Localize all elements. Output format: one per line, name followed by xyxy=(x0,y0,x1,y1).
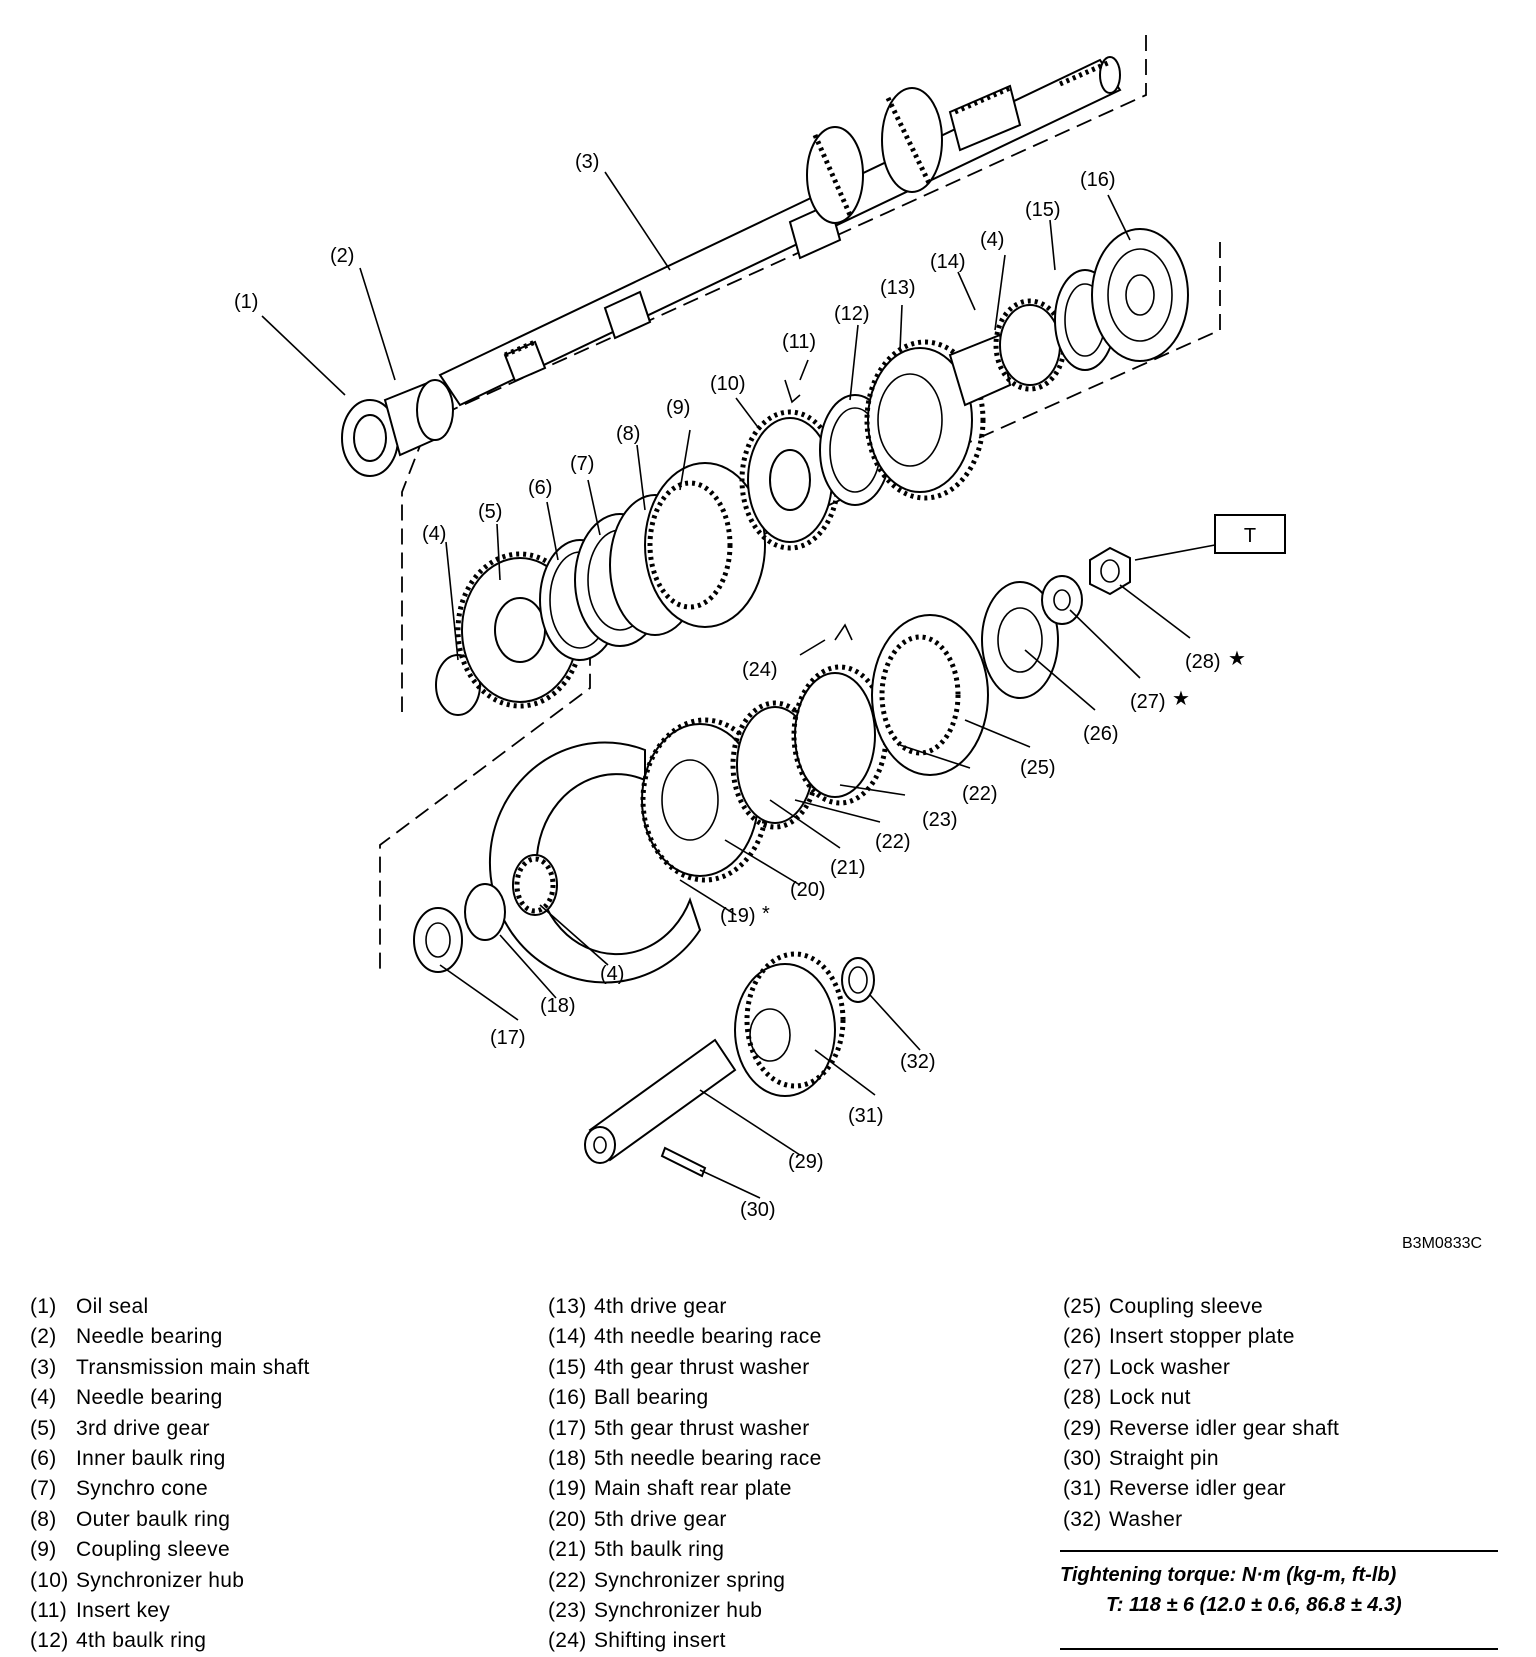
legend-item: (24)Shifting insert xyxy=(548,1629,726,1653)
callout-labels: (1) (2) (3) (4) (5) (6) (7) (8) (9) (10)… xyxy=(234,151,1246,1221)
legend-item: (13)4th drive gear xyxy=(548,1295,727,1318)
legend-item: (12)4th baulk ring xyxy=(30,1629,207,1653)
mark-star-28: ★ xyxy=(1228,648,1246,670)
divider xyxy=(1060,1648,1498,1650)
torque-heading: Tightening torque: N·m (kg-m, ft-lb) xyxy=(1060,1564,1397,1586)
callout-9: (9) xyxy=(666,397,690,419)
callout-7: (7) xyxy=(570,453,594,475)
legend-item: (18)5th needle bearing race xyxy=(548,1447,822,1471)
callout-14: (14) xyxy=(930,251,966,273)
callout-32: (32) xyxy=(900,1051,936,1073)
needle-bearing-front xyxy=(383,379,454,457)
legend-item: (27)Lock washer xyxy=(1063,1355,1231,1379)
legend-item: (32)Washer xyxy=(1063,1507,1183,1531)
legend-item: (15)4th gear thrust washer xyxy=(548,1355,810,1379)
callout-6: (6) xyxy=(528,477,552,499)
legend-item: (3)Transmission main shaft xyxy=(30,1355,310,1379)
callout-12: (12) xyxy=(834,303,870,325)
tightening-torque-note: Tightening torque: N·m (kg-m, ft-lb) T: … xyxy=(1060,1550,1498,1620)
callout-8: (8) xyxy=(616,423,640,445)
legend-item: (1)Oil seal xyxy=(30,1295,149,1318)
legend-item: (7)Synchro cone xyxy=(30,1477,209,1501)
fifth-gear-assembly xyxy=(413,546,1131,984)
callout-23: (23) xyxy=(922,809,958,831)
callout-20: (20) xyxy=(790,879,826,901)
callout-18: (18) xyxy=(540,995,576,1017)
leader-lines xyxy=(261,171,1216,1199)
callout-4: (4) xyxy=(422,523,446,545)
legend-item: (28)Lock nut xyxy=(1063,1386,1191,1410)
exploded-view-diagram: T (1) (2) (3) (4) (5) (6) (7) (8) (9) (1… xyxy=(234,35,1286,1221)
third-gear-assembly xyxy=(435,462,766,716)
callout-11: (11) xyxy=(782,331,816,353)
callout-22-upper: (22) xyxy=(962,783,998,805)
legend-item: (14)4th needle bearing race xyxy=(548,1325,822,1349)
torque-value: T: 118 ± 6 (12.0 ± 0.6, 86.8 ± 4.3) xyxy=(1106,1594,1402,1616)
legend-item: (17)5th gear thrust washer xyxy=(548,1416,810,1440)
callout-21: (21) xyxy=(830,857,866,879)
legend-column: (1)Oil seal (2)Needle bearing (3)Transmi… xyxy=(30,1292,310,1657)
legend-item: (9)Coupling sleeve xyxy=(30,1538,230,1562)
fourth-gear-assembly xyxy=(739,228,1189,551)
callout-31: (31) xyxy=(848,1105,884,1127)
legend-item: (23)Synchronizer hub xyxy=(548,1599,763,1623)
callout-13: (13) xyxy=(880,277,916,299)
main-shaft xyxy=(438,56,1122,407)
legend-item: (10)Synchronizer hub xyxy=(30,1568,245,1592)
legend-item: (8)Outer baulk ring xyxy=(30,1507,231,1531)
mark-star-27: ★ xyxy=(1172,688,1190,710)
callout-5: (5) xyxy=(478,501,502,523)
callout-17: (17) xyxy=(490,1027,526,1049)
callout-2: (2) xyxy=(330,245,354,267)
legend-item: (16)Ball bearing xyxy=(548,1386,709,1410)
oil-seal xyxy=(341,399,399,477)
legend-item: (21)5th baulk ring xyxy=(548,1538,725,1562)
legend-item: (20)5th drive gear xyxy=(548,1507,727,1531)
callout-15: (15) xyxy=(1025,199,1061,221)
callout-27: (27) xyxy=(1130,691,1166,713)
callout-4-upper: (4) xyxy=(980,229,1004,251)
legend-item: (26)Insert stopper plate xyxy=(1063,1325,1295,1349)
legend-item: (5)3rd drive gear xyxy=(30,1416,210,1440)
legend-item: (2)Needle bearing xyxy=(30,1325,223,1349)
callout-29: (29) xyxy=(788,1151,824,1173)
legend-item: (4)Needle bearing xyxy=(30,1386,223,1410)
callout-16: (16) xyxy=(1080,169,1116,191)
callout-4-lower: (4) xyxy=(600,963,624,985)
callout-22-lower: (22) xyxy=(875,831,911,853)
callout-26: (26) xyxy=(1083,723,1119,745)
callout-30: (30) xyxy=(740,1199,776,1221)
legend-column: (13)4th drive gear (14)4th needle bearin… xyxy=(548,1292,822,1657)
legend-column: (25)Coupling sleeve (26)Insert stopper p… xyxy=(1063,1292,1339,1535)
legend-item: (29)Reverse idler gear shaft xyxy=(1063,1416,1340,1440)
callout-24: (24) xyxy=(742,659,778,681)
legend-item: (30)Straight pin xyxy=(1063,1447,1219,1471)
legend-item: (6)Inner baulk ring xyxy=(30,1447,226,1471)
legend-item: (11)Insert key xyxy=(30,1599,171,1623)
callout-25: (25) xyxy=(1020,757,1056,779)
callout-1: (1) xyxy=(234,291,258,313)
torque-box: T xyxy=(1214,514,1286,554)
callout-3: (3) xyxy=(575,151,599,173)
legend-item: (25)Coupling sleeve xyxy=(1063,1295,1263,1318)
torque-box-label: T xyxy=(1244,525,1256,547)
reverse-idler-assembly xyxy=(584,951,875,1178)
callout-10: (10) xyxy=(710,373,746,395)
callout-19: (19) xyxy=(720,905,756,927)
legend-item: (22)Synchronizer spring xyxy=(548,1568,786,1592)
legend-item: (19)Main shaft rear plate xyxy=(548,1477,792,1501)
callout-28: (28) xyxy=(1185,651,1221,673)
legend-item: (31)Reverse idler gear xyxy=(1063,1477,1286,1501)
mark-asterisk-19: * xyxy=(762,903,770,925)
figure-code: B3M0833C xyxy=(1402,1235,1483,1252)
